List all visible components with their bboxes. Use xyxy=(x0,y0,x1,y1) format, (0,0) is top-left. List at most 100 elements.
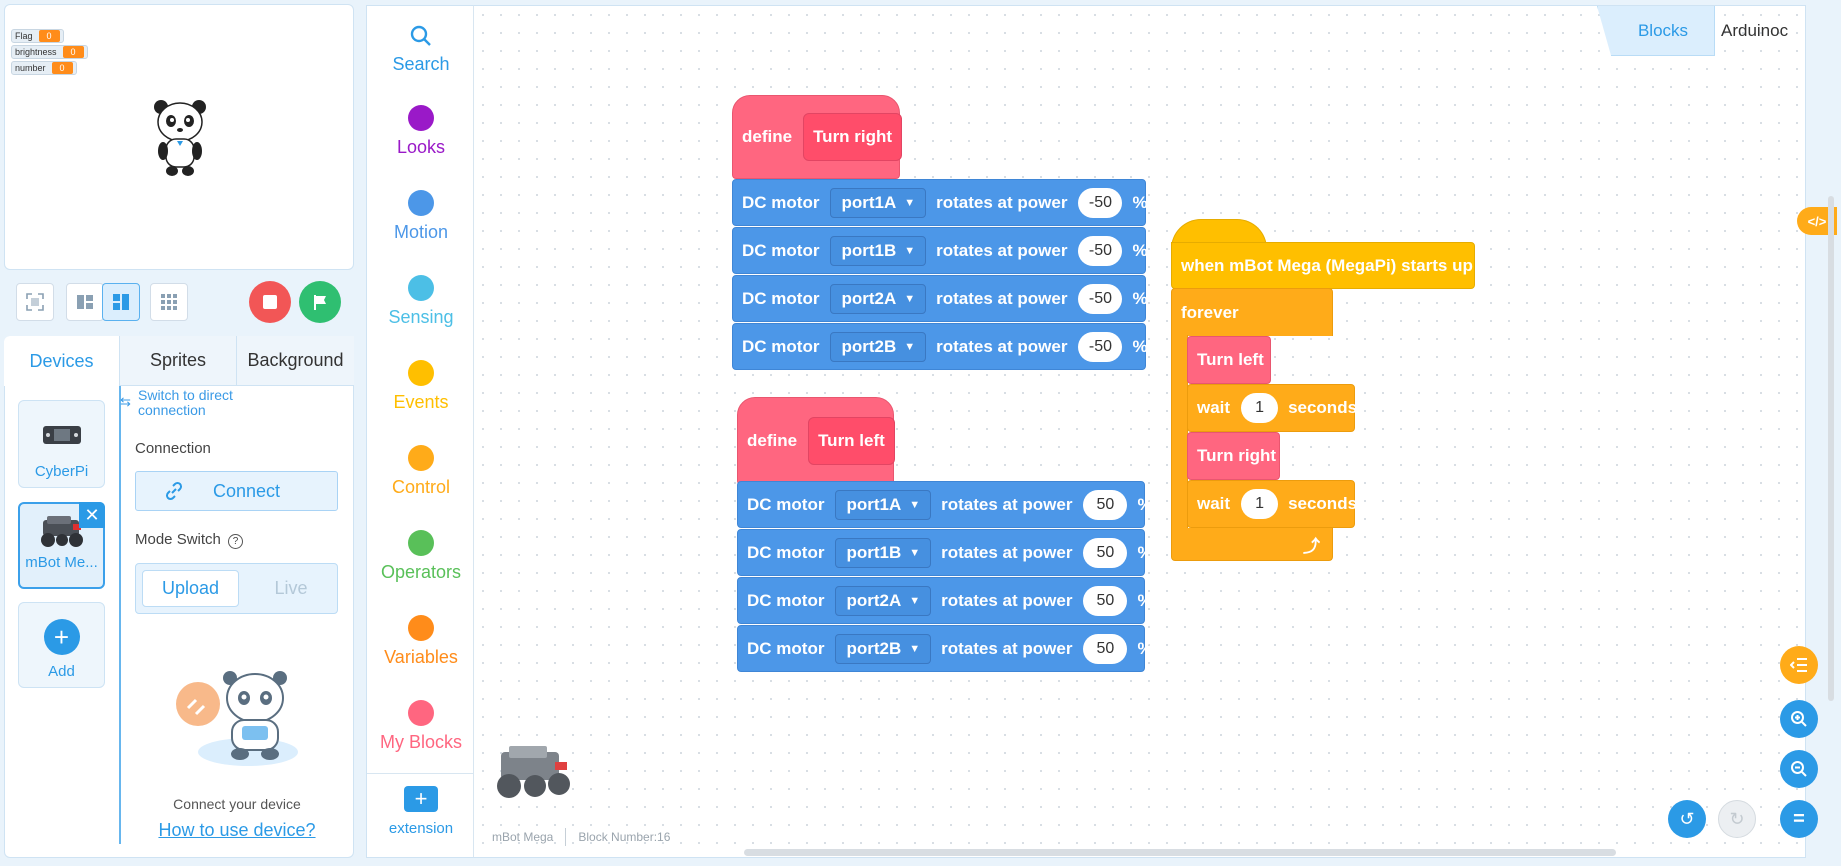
mbot-mega-device-icon xyxy=(40,516,83,547)
grid-view-button[interactable] xyxy=(150,283,188,321)
define-turn-left-block[interactable]: define Turn left xyxy=(737,397,895,485)
category-operators[interactable]: Operators xyxy=(367,530,475,583)
rotates-label: rotates at power xyxy=(936,288,1068,308)
switch-icon: ⇆ xyxy=(120,394,131,409)
define-turn-right-block[interactable]: define Turn right xyxy=(732,95,903,179)
connect-button[interactable]: Connect xyxy=(135,471,338,511)
event-label: when mBot Mega (MegaPi) starts up xyxy=(1181,255,1473,275)
flag-icon xyxy=(314,295,326,310)
add-device-button[interactable]: + Add xyxy=(18,602,105,688)
green-flag-button[interactable] xyxy=(299,281,341,323)
wait-seconds-block[interactable]: wait 1 seconds xyxy=(1187,384,1357,432)
undo-button[interactable]: ↺ xyxy=(1668,800,1706,838)
port-dropdown[interactable]: port2B▼ xyxy=(835,633,932,664)
reset-zoom-button[interactable]: = xyxy=(1780,800,1818,838)
category-variables[interactable]: Variables xyxy=(367,615,475,668)
prototype-label: Turn right xyxy=(813,127,893,146)
script-workspace[interactable]: Blocks Arduinoc define Turn right DC mot… xyxy=(474,5,1806,858)
category-search[interactable]: Search xyxy=(367,24,475,75)
switch-connection-link[interactable]: ⇆ Switch to direct connection xyxy=(120,388,268,418)
redo-button[interactable]: ↻ xyxy=(1718,800,1756,838)
fullscreen-button[interactable] xyxy=(16,283,54,321)
extension-button[interactable]: + extension xyxy=(367,786,475,837)
power-input[interactable]: -50 xyxy=(1078,331,1123,362)
tab-sprites[interactable]: Sprites xyxy=(119,336,236,386)
dc-motor-block[interactable]: DC motor port2A▼ rotates at power -50 % xyxy=(732,275,1148,322)
turn-right-call-block[interactable]: Turn right xyxy=(1187,432,1280,480)
power-input[interactable]: -50 xyxy=(1078,283,1123,314)
port-dropdown[interactable]: port2A▼ xyxy=(830,283,927,314)
port-dropdown[interactable]: port2A▼ xyxy=(835,585,932,616)
tab-devices[interactable]: Devices xyxy=(4,336,119,386)
variable-monitor-flag: Flag 0 xyxy=(11,29,64,43)
how-to-use-device-link[interactable]: How to use device? xyxy=(158,820,316,840)
tab-background[interactable]: Background xyxy=(236,336,354,386)
live-mode-button[interactable]: Live xyxy=(256,570,326,607)
device-card-mbot-mega[interactable]: ✕ mBot Me... xyxy=(18,502,105,589)
port-dropdown[interactable]: port1A▼ xyxy=(835,489,932,520)
define-label: define xyxy=(747,431,798,450)
wait-seconds-block[interactable]: wait 1 seconds xyxy=(1187,480,1357,528)
forever-block[interactable]: forever xyxy=(1171,288,1333,336)
category-looks[interactable]: Looks xyxy=(367,105,475,158)
dc-motor-block[interactable]: DC motor port1A▼ rotates at power 50 % xyxy=(737,481,1153,528)
small-stage-button[interactable] xyxy=(66,283,104,321)
dropdown-arrow-icon: ▼ xyxy=(909,498,921,511)
dc-motor-block[interactable]: DC motor port2A▼ rotates at power 50 % xyxy=(737,577,1153,624)
wait-input[interactable]: 1 xyxy=(1241,393,1279,423)
port-dropdown[interactable]: port1A▼ xyxy=(830,187,927,218)
dc-motor-block[interactable]: DC motor port2B▼ rotates at power 50 % xyxy=(737,625,1153,672)
call-label: Turn left xyxy=(1197,350,1264,369)
wait-input[interactable]: 1 xyxy=(1241,489,1279,519)
category-control[interactable]: Control xyxy=(367,445,475,498)
dc-motor-block[interactable]: DC motor port1B▼ rotates at power -50 % xyxy=(732,227,1148,274)
close-icon[interactable]: ✕ xyxy=(79,502,105,528)
link-icon xyxy=(165,481,183,501)
help-icon[interactable]: ? xyxy=(228,534,244,549)
stage-canvas[interactable]: Flag 0 brightness 0 number 0 xyxy=(4,4,354,270)
wait-label: wait xyxy=(1197,398,1231,417)
collapse-panel-button[interactable] xyxy=(1780,646,1818,684)
panda-sprite[interactable] xyxy=(153,99,209,179)
percent-label: % xyxy=(1137,638,1153,658)
category-events[interactable]: Events xyxy=(367,360,475,413)
tab-arduinoc[interactable]: Arduinoc xyxy=(1715,6,1805,56)
power-input[interactable]: 50 xyxy=(1083,585,1128,616)
panda-connect-illustration xyxy=(176,671,298,766)
power-input[interactable]: -50 xyxy=(1078,187,1123,218)
loop-arrow-icon: ⤴ xyxy=(1303,537,1320,556)
stop-button[interactable] xyxy=(249,281,291,323)
rotates-label: rotates at power xyxy=(936,192,1068,212)
redo-icon: ↻ xyxy=(1729,808,1745,829)
device-name: CyberPi xyxy=(34,463,89,480)
upload-mode-button[interactable]: Upload xyxy=(142,570,239,607)
dc-motor-block[interactable]: DC motor port1A▼ rotates at power -50 % xyxy=(732,179,1148,226)
my-blocks-color-dot xyxy=(408,700,434,726)
zoom-out-button[interactable] xyxy=(1780,750,1818,788)
port-dropdown[interactable]: port1B▼ xyxy=(835,537,932,568)
tab-label: Sprites xyxy=(149,350,207,370)
device-card-cyberpi[interactable]: CyberPi xyxy=(18,400,105,488)
power-input[interactable]: -50 xyxy=(1078,235,1123,266)
power-input[interactable]: 50 xyxy=(1083,489,1128,520)
horizontal-scrollbar[interactable] xyxy=(744,849,1616,856)
prototype-label: Turn left xyxy=(818,431,885,450)
motor-label: DC motor xyxy=(742,336,820,356)
dc-motor-block[interactable]: DC motor port2B▼ rotates at power -50 % xyxy=(732,323,1148,370)
category-motion[interactable]: Motion xyxy=(367,190,475,243)
power-input[interactable]: 50 xyxy=(1083,633,1128,664)
category-my-blocks[interactable]: My Blocks xyxy=(367,700,475,753)
tab-blocks[interactable]: Blocks xyxy=(1597,6,1715,56)
normal-stage-button[interactable] xyxy=(102,283,140,321)
when-starts-up-block[interactable]: when mBot Mega (MegaPi) starts up xyxy=(1171,242,1475,289)
zoom-in-button[interactable] xyxy=(1780,700,1818,738)
category-sensing[interactable]: Sensing xyxy=(367,275,475,328)
port-dropdown[interactable]: port1B▼ xyxy=(830,235,927,266)
percent-label: % xyxy=(1137,494,1153,514)
add-label: Add xyxy=(48,663,75,680)
port-dropdown[interactable]: port2B▼ xyxy=(830,331,927,362)
turn-left-call-block[interactable]: Turn left xyxy=(1187,336,1271,384)
dc-motor-block[interactable]: DC motor port1B▼ rotates at power 50 % xyxy=(737,529,1153,576)
vertical-scrollbar[interactable] xyxy=(1828,196,1834,701)
power-input[interactable]: 50 xyxy=(1083,537,1128,568)
